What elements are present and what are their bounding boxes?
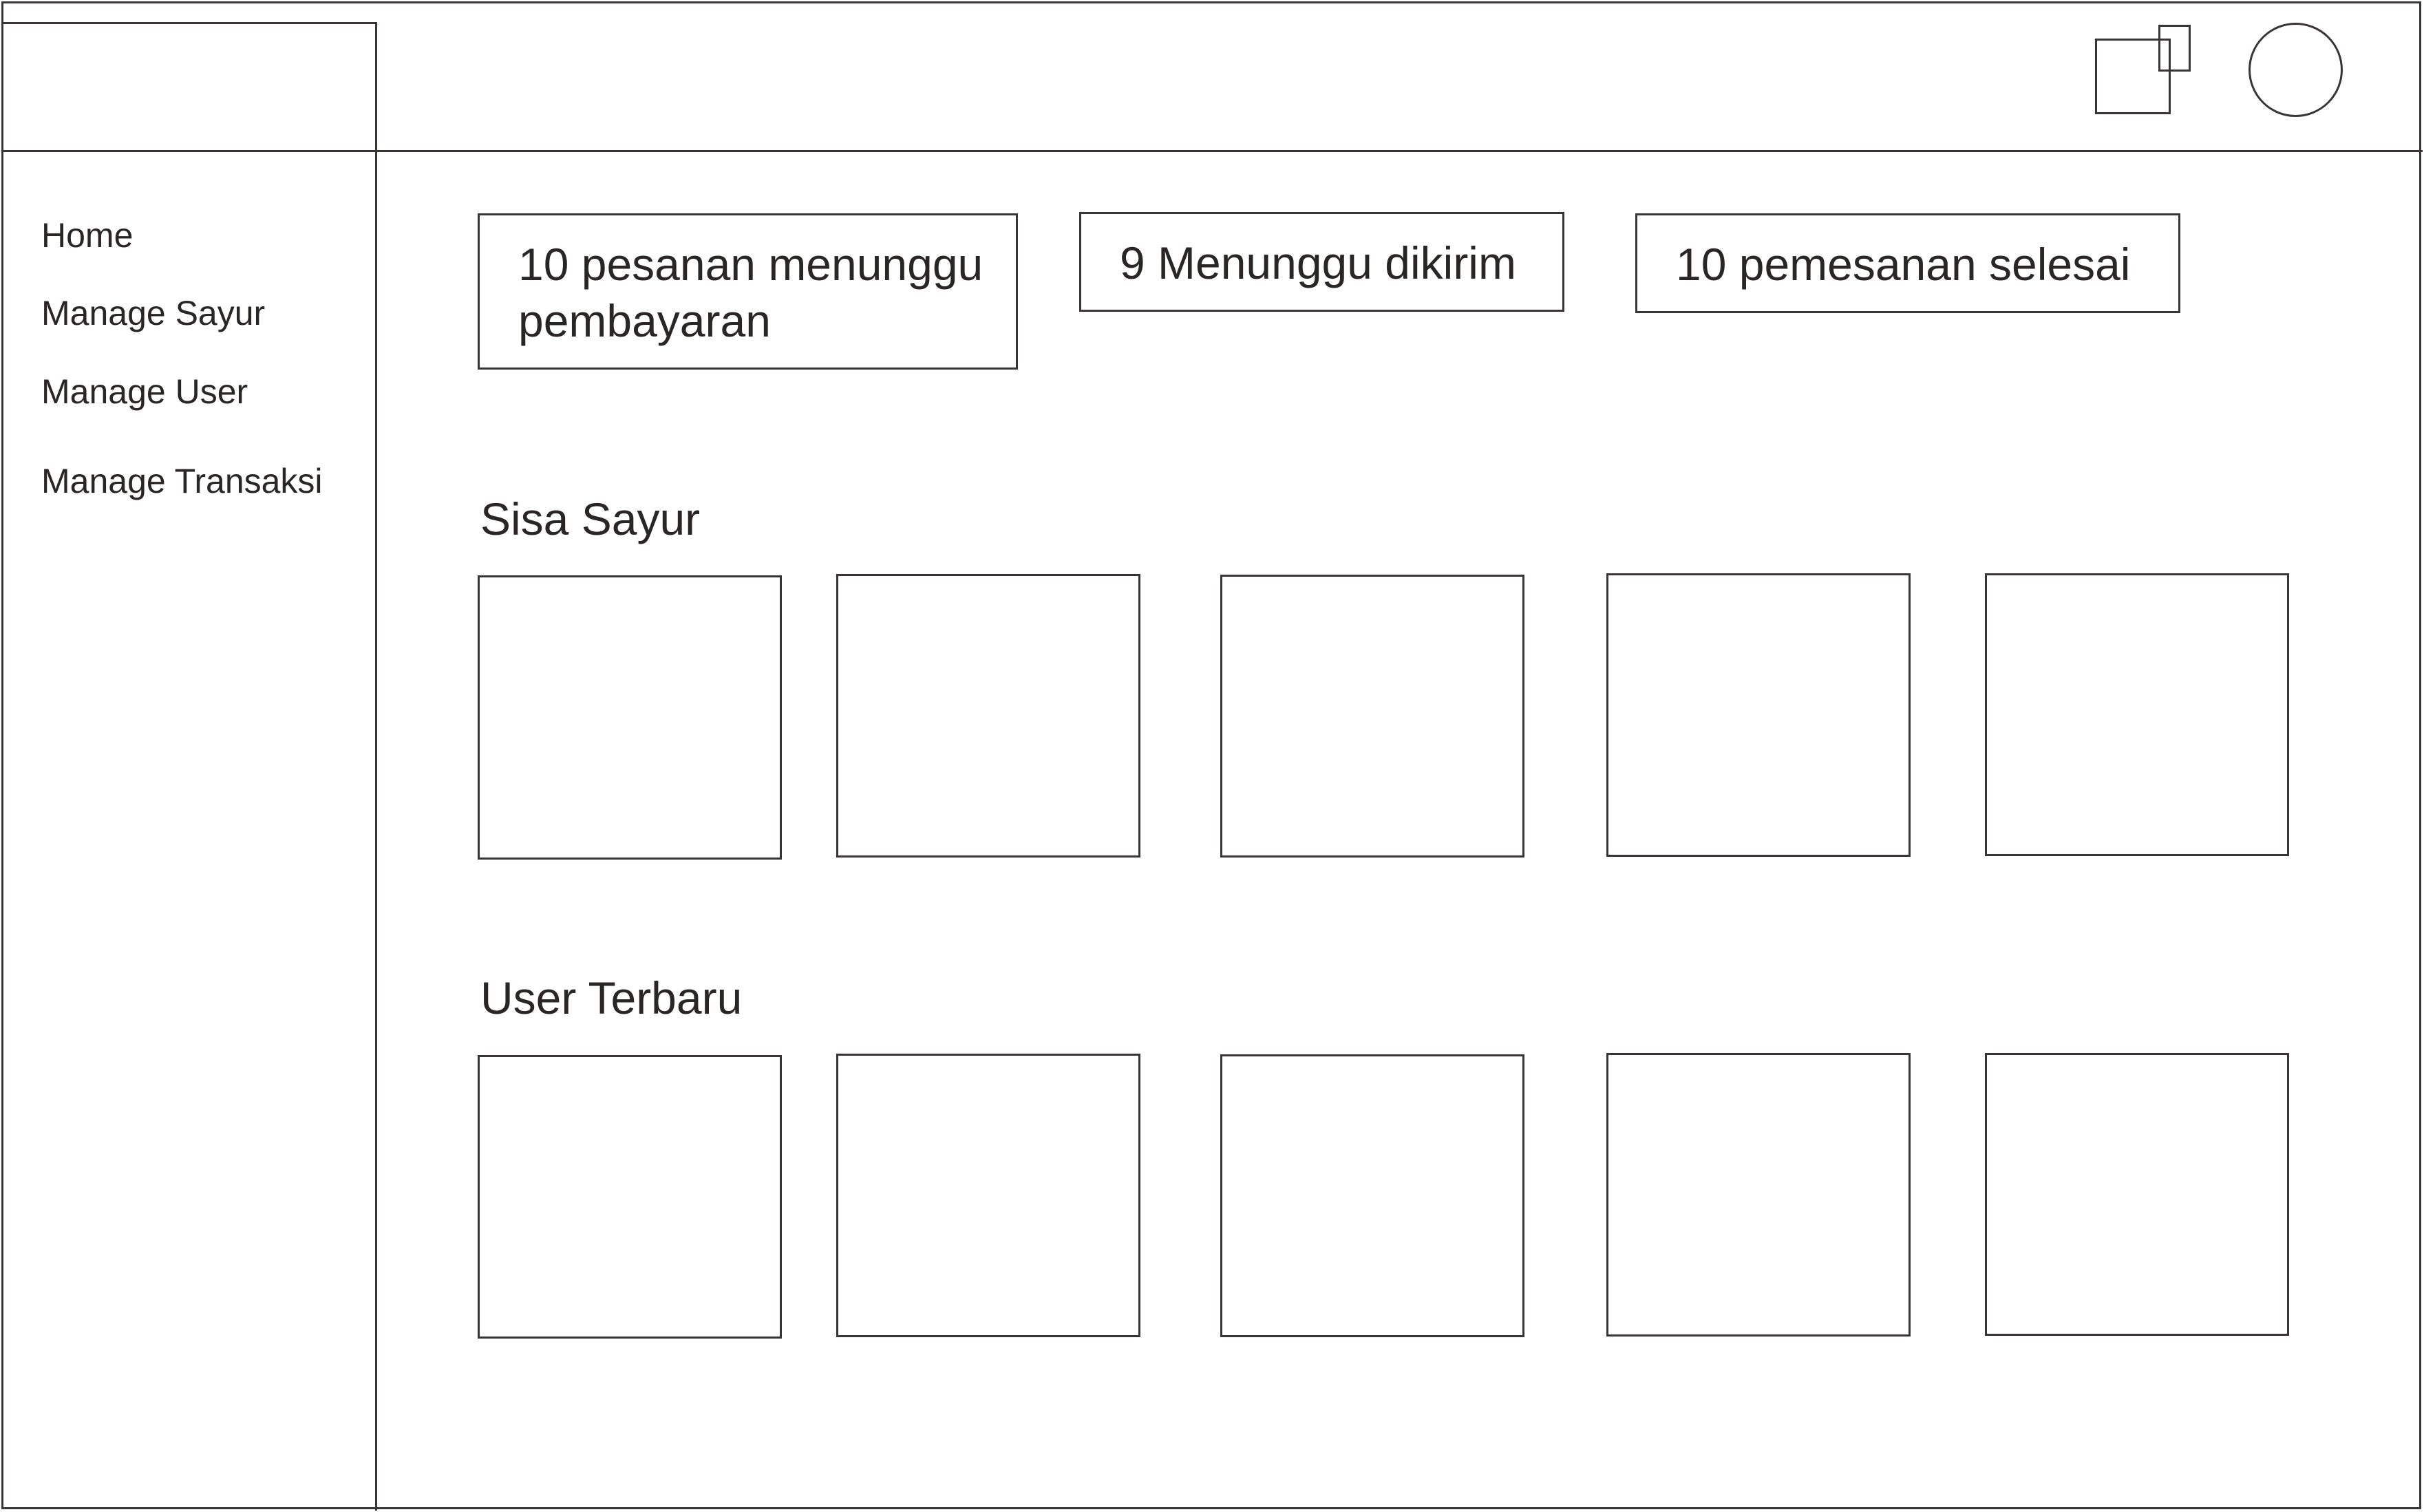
sidebar-item-manage-transaksi[interactable]: Manage Transaksi <box>41 462 323 500</box>
section-title-user-terbaru: User Terbaru <box>480 972 743 1023</box>
window-front-square <box>2095 39 2171 114</box>
stat-card-pemesanan-selesai[interactable]: 10 pemesanan selesai <box>1635 213 2180 313</box>
logo-area <box>1 22 377 152</box>
user-card[interactable] <box>1606 1053 1911 1337</box>
sidebar-item-home[interactable]: Home <box>41 216 134 255</box>
sidebar-divider <box>375 22 377 1511</box>
section-title-sisa-sayur: Sisa Sayur <box>480 493 701 544</box>
stat-card-menunggu-dikirim[interactable]: 9 Menunggu dikirim <box>1079 212 1564 312</box>
user-card[interactable] <box>478 1055 782 1339</box>
sayur-card[interactable] <box>478 575 782 860</box>
stat-card-menunggu-pembayaran[interactable]: 10 pesanan menunggu pembayaran <box>478 213 1018 370</box>
stat-text-line1: 10 pemesanan selesai <box>1676 239 2131 290</box>
sayur-card[interactable] <box>1985 573 2289 856</box>
stat-text-line1: 9 Menunggu dikirim <box>1120 237 1516 288</box>
user-card[interactable] <box>836 1054 1140 1337</box>
sayur-card[interactable] <box>836 574 1140 858</box>
window-restore-icon[interactable] <box>2095 25 2193 114</box>
user-avatar-icon[interactable] <box>2248 23 2343 117</box>
user-card[interactable] <box>1985 1053 2289 1336</box>
sidebar-item-manage-sayur[interactable]: Manage Sayur <box>41 294 266 332</box>
user-card[interactable] <box>1220 1054 1524 1337</box>
header-divider <box>1 150 2423 152</box>
stat-text-line1: 10 pesanan menunggu <box>518 239 984 290</box>
sayur-card[interactable] <box>1606 573 1911 857</box>
sidebar-item-manage-user[interactable]: Manage User <box>41 372 248 411</box>
stat-text-line2: pembayaran <box>518 295 771 346</box>
window-back-square <box>2158 25 2191 72</box>
sayur-card[interactable] <box>1220 575 1524 858</box>
